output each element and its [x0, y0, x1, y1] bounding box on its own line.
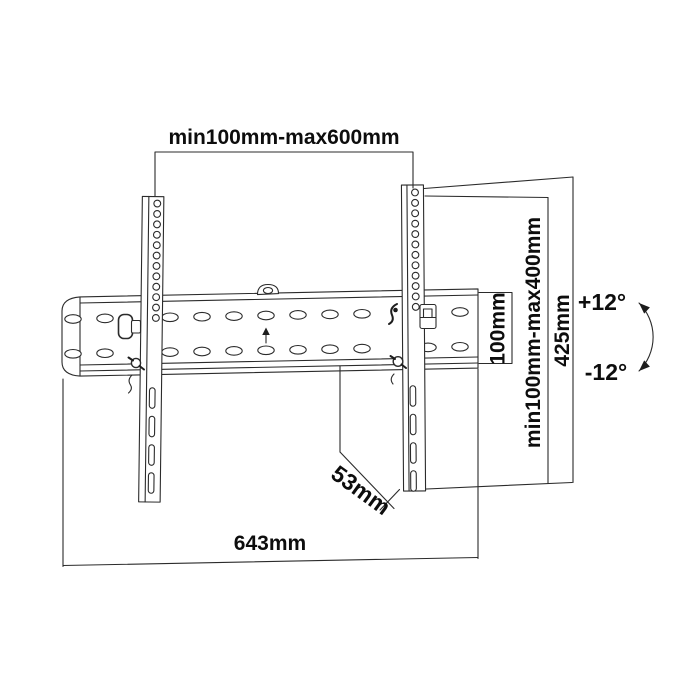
right-bracket-hole	[411, 230, 420, 239]
left-bracket-hole	[152, 303, 160, 312]
left-knob-shaft	[130, 319, 142, 334]
wall-rail	[61, 283, 479, 377]
dimension-total-width: 643mm	[62, 368, 479, 568]
rail-oval-hole	[289, 310, 307, 320]
right-bracket-hole	[411, 219, 420, 228]
dimension-bracket-hole-range: min100mm-max400mm	[522, 196, 549, 485]
right-wing-screw	[389, 355, 407, 385]
left-bracket-hole	[152, 272, 161, 281]
left-bracket-hole	[152, 293, 161, 302]
tilt-double-curved-arrow-icon	[638, 302, 654, 372]
right-bracket-hole	[411, 282, 420, 291]
wall-rail-slot-holes	[64, 307, 469, 359]
dimension-mount-width-range: min100mm-max600mm	[154, 126, 414, 197]
left-tv-bracket	[138, 195, 165, 503]
rail-oval-hole	[451, 341, 469, 352]
right-tv-bracket	[400, 184, 427, 492]
left-tv-bracket-fold-edge	[144, 195, 150, 503]
profile-depth-label: 53mm	[326, 460, 395, 520]
right-bracket-holes	[409, 188, 420, 492]
left-bracket-hole	[152, 262, 161, 270]
rail-oval-hole	[193, 311, 211, 322]
left-bracket-hole	[152, 230, 161, 239]
rail-oval-hole	[257, 345, 275, 356]
right-bracket-hole	[411, 209, 420, 218]
rail-oval-hole	[289, 344, 307, 355]
rail-oval-hole	[321, 309, 339, 320]
left-bracket-hole	[151, 314, 160, 322]
rail-oval-hole	[96, 313, 114, 324]
rail-oval-hole	[96, 348, 114, 359]
left-bracket-slot	[148, 387, 156, 409]
dimension-bracket-height: 425mm	[551, 176, 574, 484]
perspective-projection-lines	[403, 176, 574, 491]
dimension-rail-height: 100mm	[478, 291, 513, 365]
rail-height-label: 100mm	[487, 292, 510, 364]
tilt-angle-annotation: +12° -12°	[578, 289, 654, 385]
left-wing-screw	[127, 356, 145, 394]
hanging-hook-eye	[262, 286, 274, 295]
rail-oval-hole	[161, 347, 179, 357]
rail-oval-hole	[64, 314, 82, 324]
rail-oval-hole	[353, 343, 371, 354]
right-bracket-hole	[411, 188, 419, 197]
rail-oval-hole	[451, 307, 469, 317]
rail-oval-hole	[225, 346, 243, 356]
total-width-label: 643mm	[234, 532, 306, 555]
right-tv-bracket-fold-edge	[406, 184, 410, 492]
right-bracket-hole	[411, 292, 420, 301]
right-bracket-hole	[411, 198, 420, 207]
rail-oval-hole	[321, 344, 339, 355]
left-bracket-hole	[153, 199, 162, 208]
mount-width-range-label: min100mm-max600mm	[168, 126, 399, 149]
right-bracket-hole	[411, 271, 420, 280]
rail-oval-hole	[161, 312, 179, 323]
left-bracket-slot	[148, 444, 155, 466]
left-bracket-slot	[147, 472, 155, 494]
tilt-up-label: +12°	[578, 289, 626, 315]
bracket-hole-range-label: min100mm-max400mm	[522, 217, 545, 448]
left-bracket-hole	[152, 241, 161, 250]
rail-oval-hole	[225, 311, 243, 321]
rail-oval-hole	[193, 346, 211, 357]
left-bracket-hole	[152, 282, 161, 291]
up-arrow-icon	[262, 327, 270, 344]
right-bracket-hole	[411, 302, 420, 311]
right-bracket-hole	[411, 240, 420, 249]
tilt-down-label: -12°	[585, 359, 627, 385]
left-bracket-hole	[153, 220, 161, 229]
rail-oval-hole	[257, 310, 275, 321]
rail-oval-hole	[64, 348, 82, 359]
bracket-height-label: 425mm	[551, 294, 574, 366]
right-bracket-slot	[409, 385, 417, 407]
left-bracket-slot	[148, 415, 156, 438]
right-bracket-hole	[411, 250, 420, 259]
right-bracket-slot	[409, 442, 417, 464]
mount-hardware	[117, 303, 437, 394]
left-bracket-hole	[153, 210, 162, 218]
dimension-profile-depth: 53mm	[326, 365, 401, 520]
left-bracket-hole	[152, 251, 161, 260]
right-latch	[388, 303, 437, 330]
left-knob	[117, 313, 134, 340]
left-bracket-holes	[147, 199, 162, 494]
right-bracket-slot	[410, 470, 417, 492]
right-bracket-hole	[411, 261, 420, 270]
right-bracket-slot	[409, 413, 417, 436]
rail-oval-hole	[353, 308, 371, 319]
